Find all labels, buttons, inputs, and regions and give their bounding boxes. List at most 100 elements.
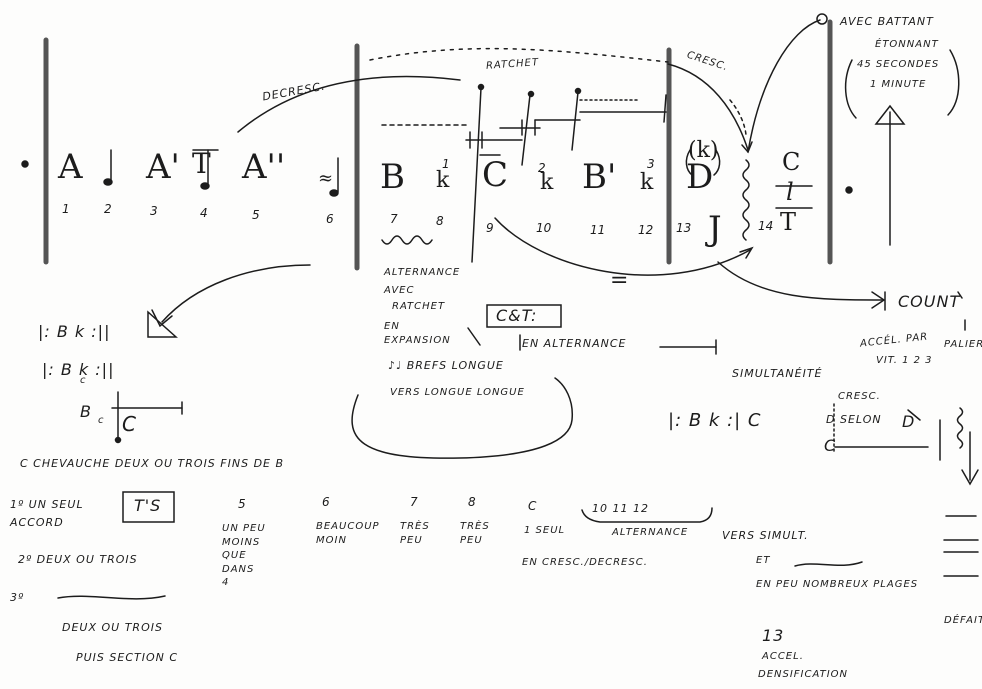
ratchet-lines [381,83,667,263]
vers-label: VERS LONGUE LONGUE [390,387,525,398]
bracket-nums: 10 11 12 [592,502,649,515]
expansion-label: EXPANSION [384,335,451,346]
ratchet-mid-label: RATCHET [392,301,446,312]
staff-num: 5 [252,208,260,222]
dotted-arc [369,47,669,63]
squiggle-d [742,159,750,241]
col7-line: TRÈS [400,521,430,532]
puis-label: PUIS SECTION C [76,651,179,664]
staff-num: 14 [758,219,774,233]
trois-label: 3º [10,591,25,604]
premier-box-label: T'S [134,496,162,515]
staff-num: 3 [150,204,158,218]
brefs-label: ♪♩ BREFS LONGUE [388,359,504,372]
simultaneite-label: SIMULTANÉITÉ [732,367,823,380]
col5-num: 5 [238,497,246,511]
col5-line: MOINS [222,536,261,548]
staff-num: 1 [62,202,70,216]
ct-label: C&T: [496,306,538,325]
notes-section-a [103,149,339,197]
fraction-mid: l [786,178,794,206]
col7-num: 7 [410,495,418,509]
triangle-icon [147,310,178,338]
col6-text: BEAUCOUP MOIN [316,520,380,548]
accel-bottom-label: ACCEL. [762,651,804,662]
d-label: D [902,412,916,431]
col7-text: TRÈS PEU [400,520,430,548]
curve-c-j [494,217,751,276]
avec-battant-label: AVEC BATTANT [840,15,934,28]
col8-line: TRÈS [460,521,490,532]
letter-d: D [686,157,714,197]
en-peu-label: EN PEU NOMBREUX PLAGES [756,579,919,590]
col7-line: PEU [400,535,423,546]
staff-num: 9 [486,221,494,235]
chevauche-label: C CHEVAUCHE DEUX OU TROIS FINS DE B [20,457,285,470]
bc-c: C [122,412,137,436]
bk2-sub: c [80,375,87,386]
delon-label: D SELON [826,413,882,426]
et-label: ET [756,555,771,566]
avec-label: AVEC [384,285,415,296]
approx-sign: ≈ [318,168,334,189]
col8-line: PEU [460,535,483,546]
bki-line: |: B k :| C [668,410,762,431]
cresc-decresc-label: EN CRESC./DECRESC. [522,557,648,568]
vers-simult-label: VERS SIMULT. [722,529,809,542]
secondes-label: 45 SECONDES [857,59,940,70]
col8-num: 8 [468,495,476,509]
staff-num: 13 [676,221,692,235]
col5-line: DANS [222,563,255,575]
staff-num: 6 [326,212,334,226]
strike-through [57,595,166,600]
staff-num: 12 [638,223,654,237]
minute-label: 1 MINUTE [870,79,927,90]
en-label: EN [384,321,400,332]
k-mark-2: k [540,170,554,195]
densification-label: DENSIFICATION [758,669,849,680]
ct-box [486,304,562,328]
letter-b-prime: B' [582,157,617,197]
k-mark-1: k [436,168,450,193]
letter-a-double: A'' [242,147,286,187]
decresc-arc [237,75,461,133]
vit-label: VIT. 1 2 3 [876,355,933,366]
col6-line: MOIN [316,535,347,546]
col5-line: 4 [222,577,230,588]
count-label: COUNT [898,292,961,311]
col5-line: UN PEU [222,523,266,534]
middle-bracket [351,377,574,459]
k-mark-3: k [640,170,654,195]
curve-j-count [717,261,883,301]
en-alternance-label: EN ALTERNANCE [522,337,627,350]
staff-num: 10 [536,221,552,235]
thirteen-label: 13 [762,626,785,645]
box-ts [122,491,175,523]
cresc2-label: CRESC. [838,391,881,402]
col6-num: 6 [322,495,330,509]
colc-num: C [528,499,537,513]
arrow-left-curve [161,264,311,323]
staff-num: 4 [200,206,208,220]
letter-a: A [58,147,83,187]
cresc-curve [667,63,749,151]
letter-b: B [380,157,405,197]
premier-label: 1º UN SEUL ACCORD [10,498,84,529]
colc-text: 1 SEUL [524,525,566,536]
fraction-bottom: T [780,208,797,236]
etonnant-label: ÉTONNANT [875,39,939,50]
letter-t: T [192,147,211,180]
letter-j: J [708,209,722,249]
col8-text: TRÈS PEU [460,520,490,548]
deux-label: 2º DEUX OU TROIS [18,553,138,566]
letter-c: C [482,155,509,195]
trois-b-label: DEUX OU TROIS [62,621,163,634]
altern-label: ALTERNANCE [384,267,461,278]
col6-line: BEAUCOUP [316,521,380,532]
alternance-label: ALTERNANCE [612,527,689,538]
k-sup-2: 2 [538,161,546,175]
bc-sub: c [98,415,105,426]
col5-text: UN PEU MOINS QUE DANS 4 [222,522,272,590]
